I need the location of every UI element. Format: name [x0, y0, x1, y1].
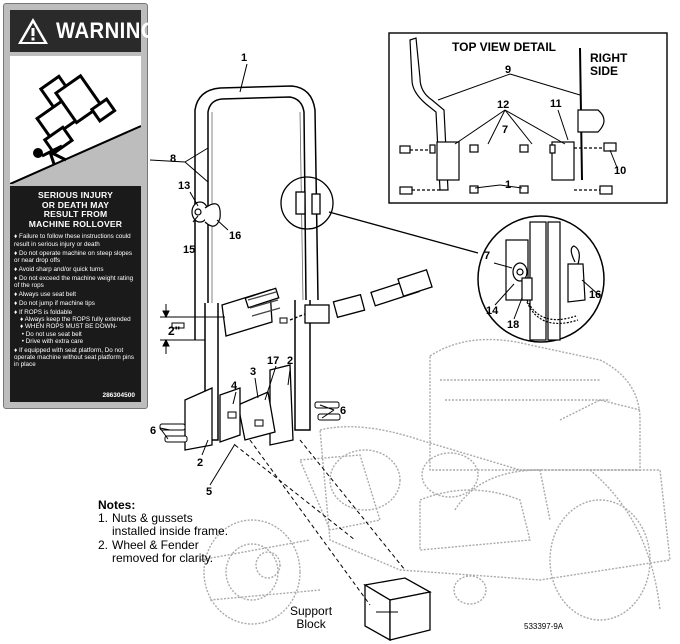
- warning-header: WARNING: [10, 10, 157, 52]
- rops-hoop: [194, 85, 319, 441]
- rollover-pictogram: [9, 56, 142, 185]
- callout-17: 17: [267, 355, 280, 367]
- top-callout-10: 10: [614, 165, 627, 177]
- zoom-callout-18: 18: [507, 319, 520, 331]
- top-view-detail-box: [388, 32, 668, 204]
- headline-line: MACHINE ROLLOVER: [28, 218, 123, 229]
- mower-outline: [199, 338, 671, 625]
- headline-line: SERIOUS INJURY: [37, 190, 114, 200]
- support-block-label: Support Block: [290, 604, 333, 631]
- notes-heading: Notes:: [98, 498, 136, 512]
- callout-2-right: 2: [287, 355, 294, 367]
- zoom-callout-16: 16: [589, 289, 602, 301]
- warning-subitem: • Drive with extra care: [20, 337, 84, 345]
- warning-title: WARNING: [56, 18, 158, 43]
- bolts: [159, 317, 341, 443]
- warning-headline: SERIOUS INJURY OR DEATH MAY RESULT FROM …: [10, 186, 141, 229]
- top-callout-12: 12: [497, 99, 510, 111]
- dimension-label: 2": [168, 324, 181, 338]
- warning-item: ♦ If ROPS is foldable ♦ Always keep the …: [14, 309, 138, 345]
- callout-6-left: 6: [150, 425, 157, 437]
- warning-subitem: ♦ Always keep the ROPS fully extended: [20, 315, 131, 323]
- hinge-assembly: [221, 268, 433, 337]
- callout-16: 16: [229, 230, 242, 242]
- warning-triangle-icon: [18, 18, 48, 44]
- support-block: [363, 577, 432, 642]
- callout-5: 5: [206, 486, 213, 498]
- figure-id-label: 533397-9A: [524, 622, 564, 631]
- warning-item: ♦ Failure to follow these instructions c…: [14, 233, 131, 248]
- upper-pin-clip: [191, 201, 221, 227]
- warning-item: ♦ Do not operate machine on steep slopes…: [14, 249, 133, 264]
- warning-item: ♦ Do not jump if machine tips: [14, 299, 95, 307]
- warning-subitem: ♦ WHEN ROPS MUST BE DOWN-: [20, 323, 118, 331]
- warning-item: ♦ Do not exceed the machine weight ratin…: [14, 274, 134, 289]
- headline-line: OR DEATH MAY: [41, 199, 110, 210]
- callout-15: 15: [183, 244, 196, 256]
- right-side-label: RIGHT SIDE: [590, 51, 628, 78]
- warning-subitem: • Do not use seat belt: [20, 330, 82, 338]
- callout-1: 1: [241, 52, 248, 64]
- top-callout-11: 11: [550, 98, 562, 110]
- warning-text-block: SERIOUS INJURY OR DEATH MAY RESULT FROM …: [10, 186, 141, 402]
- callout-13: 13: [178, 180, 191, 192]
- lower-frame: [184, 364, 294, 451]
- leader-lines: [149, 63, 619, 613]
- callout-3: 3: [250, 366, 257, 378]
- callout-2-left: 2: [197, 457, 204, 469]
- zoom-detail: [477, 215, 605, 343]
- zoom-source: [280, 176, 479, 254]
- top-callout-7: 7: [502, 124, 509, 136]
- zoom-callout-7: 7: [484, 250, 491, 262]
- warning-item: ♦ Avoid sharp and/or quick turns: [14, 265, 104, 273]
- headline-line: RESULT FROM: [43, 209, 108, 220]
- decal-part-number: 286304500: [102, 392, 135, 399]
- dimension-2in: [160, 304, 225, 354]
- callout-6-right: 6: [340, 405, 347, 417]
- warning-list: ♦ Failure to follow these instructions c…: [10, 233, 141, 368]
- callout-8: 8: [170, 153, 177, 165]
- top-callout-1: 1: [505, 179, 512, 191]
- callout-4: 4: [231, 380, 238, 392]
- zoom-callout-14: 14: [486, 305, 499, 317]
- warning-decal: WARNING SERIOUS INJURY OR DEATH MAY RESU…: [3, 3, 157, 409]
- top-view-title: TOP VIEW DETAIL: [452, 40, 557, 54]
- warning-item: ♦ If equipped with seat platform, Do not…: [14, 346, 135, 369]
- warning-item: ♦ Always use seat belt: [14, 290, 77, 298]
- top-view-drawing: [399, 37, 617, 195]
- top-callout-9: 9: [505, 64, 512, 76]
- alignment-lines: [234, 439, 406, 606]
